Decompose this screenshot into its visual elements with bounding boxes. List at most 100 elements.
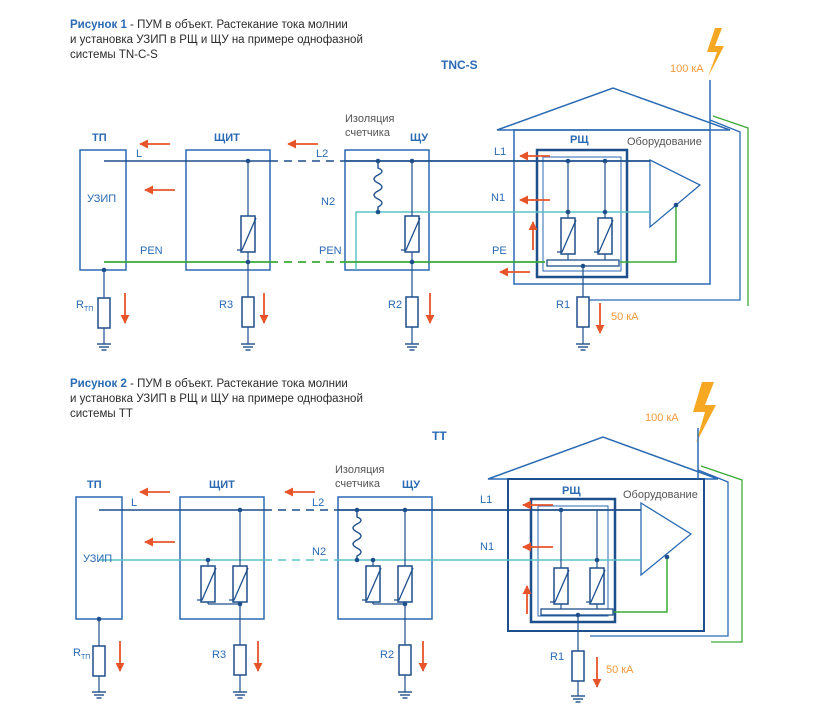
figure2-label-rtp: RТП bbox=[73, 647, 90, 661]
figure1-label-L1: L1 bbox=[494, 146, 506, 158]
figure2-current-arrows bbox=[115, 487, 602, 688]
figure1-system-title: TNC-S bbox=[441, 58, 478, 72]
figure2-ground-current: 50 кА bbox=[606, 664, 634, 676]
figure1-label-PEN-left: PEN bbox=[140, 245, 163, 257]
figure2-meter-coil-icon bbox=[352, 510, 362, 560]
figure1-label-shchit: ЩИТ bbox=[214, 132, 240, 144]
figure1-label-equipment: Оборудование bbox=[627, 136, 702, 148]
figure1-down-conductor-blue bbox=[583, 119, 741, 301]
figure1-line-N1 bbox=[355, 211, 650, 270]
figure1-lightning-current: 100 кА bbox=[670, 63, 704, 75]
figure1-label-isolation-1: Изоляция bbox=[345, 113, 395, 125]
figure1-house bbox=[513, 129, 711, 285]
figure1-caption-number: Рисунок 1 bbox=[70, 19, 127, 31]
figure2-spd-shchu-1-icon bbox=[361, 565, 382, 603]
figure1-resistor-r2-icon bbox=[405, 296, 419, 328]
figure2-label-r1: R1 bbox=[550, 651, 564, 663]
figure2-box-shchit bbox=[179, 496, 265, 620]
figure2-lightning-current: 100 кА bbox=[645, 412, 679, 424]
figure2-label-isolation-1: Изоляция bbox=[335, 464, 385, 476]
figure2-label-equipment: Оборудование bbox=[623, 489, 698, 501]
figure2-caption-line2: и установка УЗИП в РЩ и ЩУ на примере од… bbox=[70, 393, 363, 405]
figure1-box-shchit bbox=[185, 149, 271, 271]
figure1-label-rtp: RТП bbox=[76, 299, 93, 313]
figure1-house-roof bbox=[496, 87, 731, 131]
figure2-label-rshch: РЩ bbox=[562, 485, 581, 497]
figure2-label-L1: L1 bbox=[480, 494, 492, 506]
figure1-resistor-r3-icon bbox=[241, 296, 255, 328]
figure2-house-roof bbox=[487, 436, 719, 480]
figure1-spd-shchu-icon bbox=[400, 215, 421, 253]
figure1-caption: Рисунок 1 - ПУМ в объект. Растекание ток… bbox=[70, 18, 363, 63]
figure2-resistor-rtp-icon bbox=[92, 645, 106, 677]
figure1-label-L2: L2 bbox=[316, 148, 328, 160]
figure2-spd-shchit-2-icon bbox=[228, 565, 249, 603]
figure2-resistor-r3-icon bbox=[233, 644, 247, 676]
figure1-label-r1: R1 bbox=[556, 299, 570, 311]
figure1-equipment-triangle bbox=[649, 158, 702, 229]
figure2-equipment-triangle bbox=[640, 501, 693, 577]
figure1-label-uzip: УЗИП bbox=[87, 193, 116, 205]
figure1-label-r2: R2 bbox=[388, 299, 402, 311]
figure1-label-L: L bbox=[136, 148, 142, 160]
figure2-label-r3: R3 bbox=[212, 649, 226, 661]
figure1-box-rshch-inner bbox=[542, 156, 622, 272]
figure2-ground-tp-icon bbox=[91, 685, 107, 699]
figure2-label-tp: ТП bbox=[87, 479, 102, 491]
figure2-box-tp bbox=[75, 496, 123, 620]
figure1-spd-shchit-icon bbox=[236, 215, 257, 253]
figure2-label-uzip: УЗИП bbox=[83, 553, 112, 565]
figure2-lightning-icon bbox=[693, 382, 716, 443]
figure2-label-isolation-2: счетчика bbox=[335, 478, 381, 490]
figure2-label-N2: N2 bbox=[312, 546, 326, 558]
figure1-box-shchu bbox=[344, 149, 430, 271]
figure1-spd-rshch-1-icon bbox=[556, 217, 577, 255]
figure1-meter-coil-icon bbox=[373, 161, 383, 212]
figure2-down-conductor-blue bbox=[590, 469, 729, 637]
figure2-caption: Рисунок 2 - ПУМ в объект. Растекание ток… bbox=[70, 377, 363, 422]
figure1-label-isolation-2: счетчика bbox=[345, 127, 391, 139]
figure2-diagram: ТТ 100 кА bbox=[73, 382, 743, 703]
figure1-box-tp bbox=[79, 149, 127, 271]
figure2-spd-rshch-1-icon bbox=[549, 567, 570, 605]
figure2-down-conductor-green bbox=[700, 465, 743, 643]
figure2-label-r2: R2 bbox=[380, 649, 394, 661]
figure1-ground-current: 50 кА bbox=[611, 311, 639, 323]
figure2-spd-rshch-2-icon bbox=[585, 567, 606, 605]
figure1-line-PE-equipment bbox=[620, 205, 677, 263]
figure2-line-PE-equipment bbox=[612, 557, 668, 613]
figure2-ground-r3-icon bbox=[232, 685, 248, 699]
figure1-label-PEN-mid: PEN bbox=[319, 245, 342, 257]
figure1-label-rshch: РЩ bbox=[570, 134, 589, 146]
figure1-spd-rshch-2-icon bbox=[593, 217, 614, 255]
figure1-ground-r3-icon bbox=[240, 337, 256, 351]
figure2-resistor-r1-icon bbox=[571, 650, 585, 682]
figure1-resistor-r1-icon bbox=[576, 296, 590, 328]
figure1-caption-line1: - ПУМ в объект. Растекание тока молнии bbox=[126, 19, 348, 31]
figure2-spd-shchit-1-icon bbox=[196, 565, 217, 603]
figure1-label-tp: ТП bbox=[92, 132, 107, 144]
figure2-label-shchit: ЩИТ bbox=[209, 479, 235, 491]
figure2-ground-r2-icon bbox=[397, 685, 413, 699]
figure2-box-shchu bbox=[337, 496, 433, 620]
figure1-label-N2: N2 bbox=[321, 196, 335, 208]
figure2-system-title: ТТ bbox=[432, 429, 447, 443]
figure1-label-PE: PE bbox=[492, 245, 507, 257]
figure2-caption-line1: - ПУМ в объект. Растекание тока молнии bbox=[126, 378, 348, 390]
figure1-down-conductor-green bbox=[712, 115, 749, 306]
figure2-spd-shchu-2-icon bbox=[393, 565, 414, 603]
figure1-label-shchu: ЩУ bbox=[410, 132, 428, 144]
figure2-box-rshch-inner bbox=[537, 505, 609, 617]
figure1-lightning-icon bbox=[707, 28, 724, 77]
figure1-box-rshch bbox=[535, 148, 629, 279]
figure2-label-L2: L2 bbox=[312, 497, 324, 509]
figure1-label-r3: R3 bbox=[219, 299, 233, 311]
figure2-ground-r1-icon bbox=[570, 689, 586, 703]
figure1-caption-line2: и установка УЗИП в РЩ и ЩУ на примере од… bbox=[70, 34, 363, 46]
figure1-diagram: TNC-S 100 кА bbox=[76, 28, 749, 351]
figure2-house bbox=[507, 478, 705, 632]
figure1-ground-tp-icon bbox=[96, 337, 112, 351]
figure1-ground-r2-icon bbox=[404, 337, 420, 351]
figure2-label-shchu: ЩУ bbox=[402, 479, 420, 491]
